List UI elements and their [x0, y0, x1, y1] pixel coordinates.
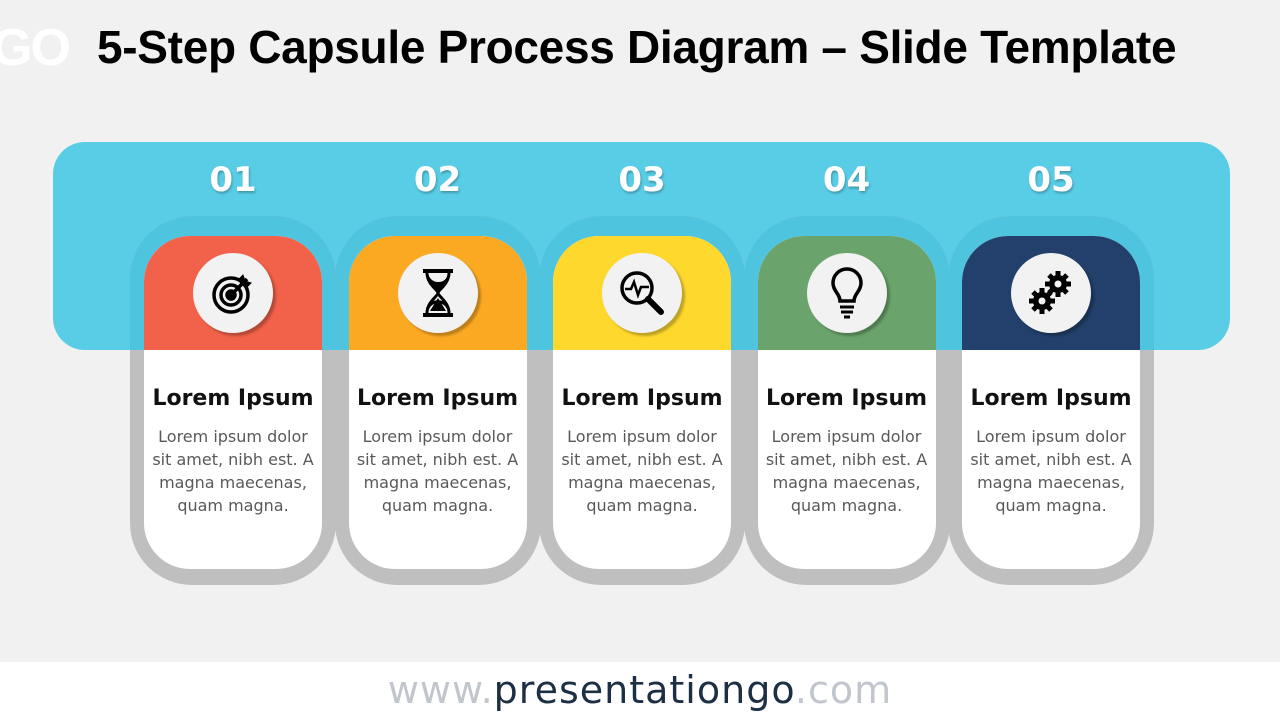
- step-heading: Lorem Ipsum: [970, 386, 1132, 411]
- step-number: 05: [1027, 160, 1075, 200]
- step-number: 04: [822, 160, 871, 200]
- hourglass-icon: [397, 253, 478, 333]
- magnifier-pulse-icon: [602, 253, 682, 333]
- footer-suffix: .com: [794, 668, 893, 712]
- step-number: 02: [413, 160, 462, 200]
- footer-url: www.presentationgo.com: [0, 662, 1280, 720]
- step-heading: Lorem Ipsum: [152, 386, 314, 411]
- step-number: 03: [618, 160, 666, 200]
- step-number: 01: [209, 160, 257, 200]
- target-icon: [193, 253, 273, 333]
- step-heading: Lorem Ipsum: [765, 386, 928, 411]
- footer-brand: presentationgo: [493, 668, 795, 712]
- step-card: Lorem Ipsum Lorem ipsum dolor sit amet, …: [144, 236, 322, 569]
- step-text: Lorem ipsum dolor sit amet, nibh est. A …: [765, 427, 928, 515]
- gears-icon: [1011, 253, 1091, 333]
- footer-prefix: www.: [387, 668, 494, 712]
- step-heading: Lorem Ipsum: [561, 386, 723, 411]
- step-text: Lorem ipsum dolor sit amet, nibh est. A …: [561, 427, 723, 515]
- page-title: 5-Step Capsule Process Diagram – Slide T…: [97, 21, 1177, 73]
- step-text: Lorem ipsum dolor sit amet, nibh est. A …: [356, 427, 519, 515]
- step-card: Lorem Ipsum Lorem ipsum dolor sit amet, …: [348, 236, 527, 569]
- step-text: Lorem ipsum dolor sit amet, nibh est. A …: [970, 427, 1132, 515]
- step-text: Lorem ipsum dolor sit amet, nibh est. A …: [152, 427, 314, 515]
- lightbulb-icon: [806, 253, 887, 333]
- step-heading: Lorem Ipsum: [356, 386, 519, 411]
- step-card: Lorem Ipsum Lorem ipsum dolor sit amet, …: [757, 236, 936, 569]
- step-card: Lorem Ipsum Lorem ipsum dolor sit amet, …: [553, 236, 731, 569]
- step-card: Lorem Ipsum Lorem ipsum dolor sit amet, …: [962, 236, 1140, 569]
- logo: GO: [0, 19, 71, 77]
